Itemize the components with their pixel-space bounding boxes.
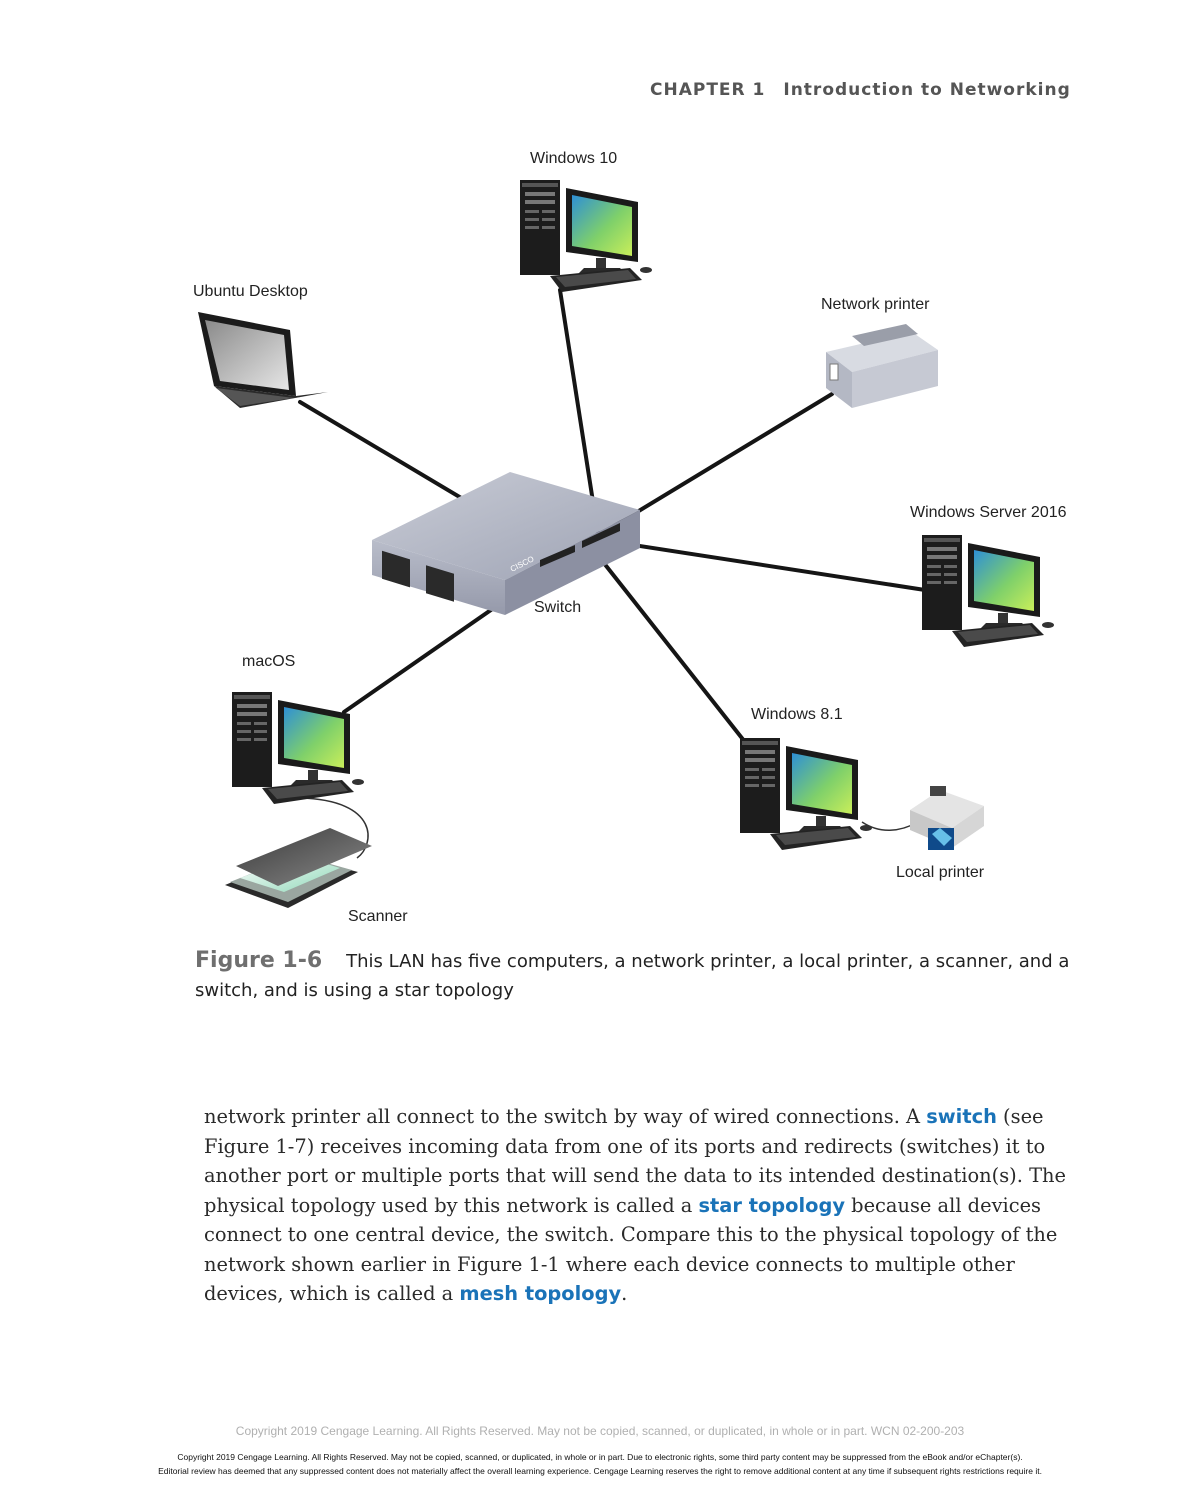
label-server: Windows Server 2016: [910, 504, 1067, 521]
term-mesh-topology-link[interactable]: mesh topology: [459, 1282, 622, 1305]
macos-computer-icon: [232, 692, 364, 804]
cable-windows10: [558, 288, 600, 536]
scanner-cable: [299, 797, 369, 859]
windows81-computer-icon: [740, 738, 872, 850]
chapter-number: CHAPTER 1: [650, 80, 766, 100]
label-windows10: Windows 10: [530, 150, 617, 167]
term-switch-link[interactable]: switch: [926, 1105, 997, 1128]
copyright-notice: Copyright 2019 Cengage Learning. All Rig…: [235, 1424, 965, 1438]
label-switch: Switch: [534, 599, 581, 616]
label-local-printer: Local printer: [896, 864, 985, 881]
scanner-icon: [225, 828, 372, 908]
body-paragraph: network printer all connect to the switc…: [204, 1102, 1084, 1309]
body-text-2: (see Figure 1-7) receives incoming data …: [204, 1105, 1066, 1217]
label-ubuntu: Ubuntu Desktop: [193, 283, 308, 300]
rights-notice-line-1: Copyright 2019 Cengage Learning. All Rig…: [177, 1452, 1023, 1462]
body-text-1: network printer all connect to the switc…: [204, 1105, 927, 1128]
figure-caption-text: This LAN has five computers, a network p…: [195, 951, 1070, 1001]
server-computer-icon: [922, 535, 1054, 647]
term-star-topology-link[interactable]: star topology: [698, 1193, 846, 1217]
network-printer-icon: [826, 324, 938, 408]
body-text-4: .: [621, 1282, 628, 1305]
running-header: CHAPTER 1 Introduction to Networking: [650, 80, 1071, 100]
body-text-3: because all devices connect to one centr…: [204, 1193, 1058, 1306]
figure-number: Figure 1-6: [195, 948, 323, 973]
label-windows81: Windows 8.1: [751, 706, 843, 723]
local-printer-icon: [910, 786, 984, 850]
label-scanner: Scanner: [348, 908, 408, 925]
cable-windows81: [590, 546, 747, 744]
ubuntu-laptop-icon: [198, 312, 328, 408]
label-network-printer: Network printer: [821, 296, 930, 313]
cable-network-printer: [602, 392, 834, 534]
chapter-title: Introduction to Networking: [783, 80, 1071, 100]
label-macos: macOS: [242, 653, 295, 670]
cable-server: [612, 540, 927, 592]
windows10-computer-icon: [520, 180, 652, 292]
switch-device: CISCO: [372, 472, 640, 615]
star-topology-figure: CISCO Windows 10 Ub: [193, 150, 1067, 925]
rights-notice-line-2: Editorial review has deemed that any sup…: [158, 1466, 1042, 1476]
